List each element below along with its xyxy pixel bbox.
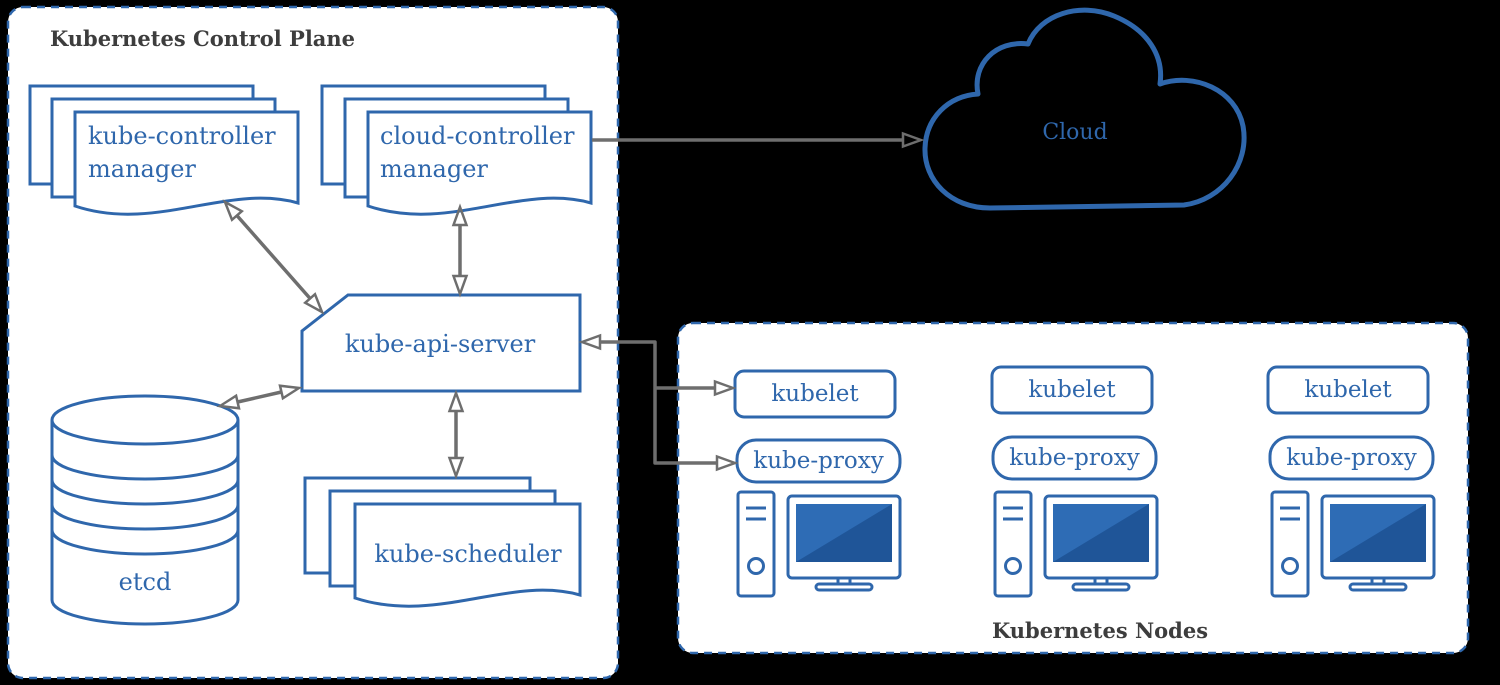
node-3-kubelet-label: kubelet bbox=[1304, 377, 1392, 403]
kube-proxy-box-2 bbox=[991, 435, 1158, 481]
control-plane-title: Kubernetes Control Plane bbox=[50, 26, 356, 51]
kubelet-box-1 bbox=[733, 369, 897, 419]
etcd-database-cylinder-icon bbox=[50, 394, 240, 626]
cloud-controller-manager-label: cloud-controller manager bbox=[380, 122, 575, 183]
nodes-panel-title: Kubernetes Nodes bbox=[991, 618, 1209, 643]
node-1-kube-proxy-label: kube-proxy bbox=[753, 448, 884, 474]
kube-scheduler-label: kube-scheduler bbox=[374, 540, 562, 568]
kube-controller-manager-document-stack-icon bbox=[28, 84, 300, 216]
etcd-label: etcd bbox=[118, 568, 172, 596]
node-2-kube-proxy-label: kube-proxy bbox=[1009, 445, 1140, 471]
cloud-outline-icon bbox=[922, 7, 1247, 211]
kube-scheduler-document-stack-icon bbox=[303, 476, 582, 608]
kube-controller-manager-label: kube-controller manager bbox=[88, 122, 276, 183]
node-component-boxes bbox=[733, 365, 1435, 484]
kube-api-server-shape bbox=[300, 293, 582, 393]
kube-api-server-label: kube-api-server bbox=[344, 330, 536, 358]
connector-arrows bbox=[216, 131, 925, 480]
kubelet-box-3 bbox=[1266, 365, 1430, 415]
kube-proxy-box-1 bbox=[735, 438, 902, 484]
node-1-kubelet-label: kubelet bbox=[771, 381, 859, 407]
kubelet-box-2 bbox=[990, 365, 1154, 415]
cloud-controller-manager-document-stack-icon bbox=[320, 84, 593, 216]
node-2-kubelet-label: kubelet bbox=[1028, 377, 1116, 403]
kube-proxy-box-3 bbox=[1268, 435, 1435, 481]
cloud-label: Cloud bbox=[1042, 120, 1108, 145]
node-3-kube-proxy-label: kube-proxy bbox=[1286, 445, 1417, 471]
